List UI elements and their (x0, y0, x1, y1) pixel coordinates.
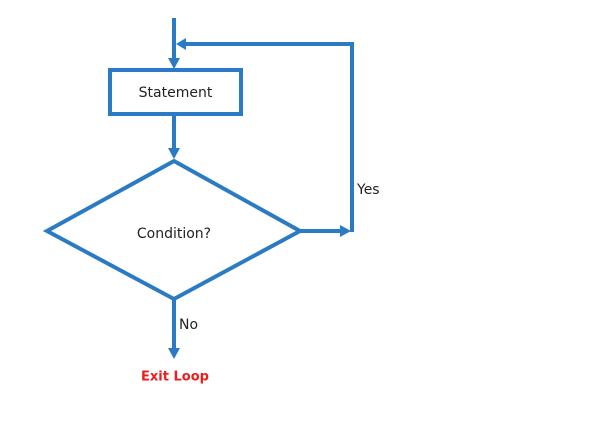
yes-arrowhead (340, 225, 351, 237)
loop-back-arrowhead (176, 38, 186, 50)
yes-label: Yes (356, 182, 380, 198)
statement-label: Statement (139, 85, 213, 101)
entry-arrowhead (168, 58, 180, 69)
exit-loop-label: Exit Loop (141, 370, 209, 385)
condition-arrowhead (168, 148, 180, 159)
statement-box (108, 68, 243, 116)
no-arrowhead (168, 348, 180, 359)
no-label: No (179, 317, 198, 333)
condition-label: Condition? (137, 226, 211, 242)
